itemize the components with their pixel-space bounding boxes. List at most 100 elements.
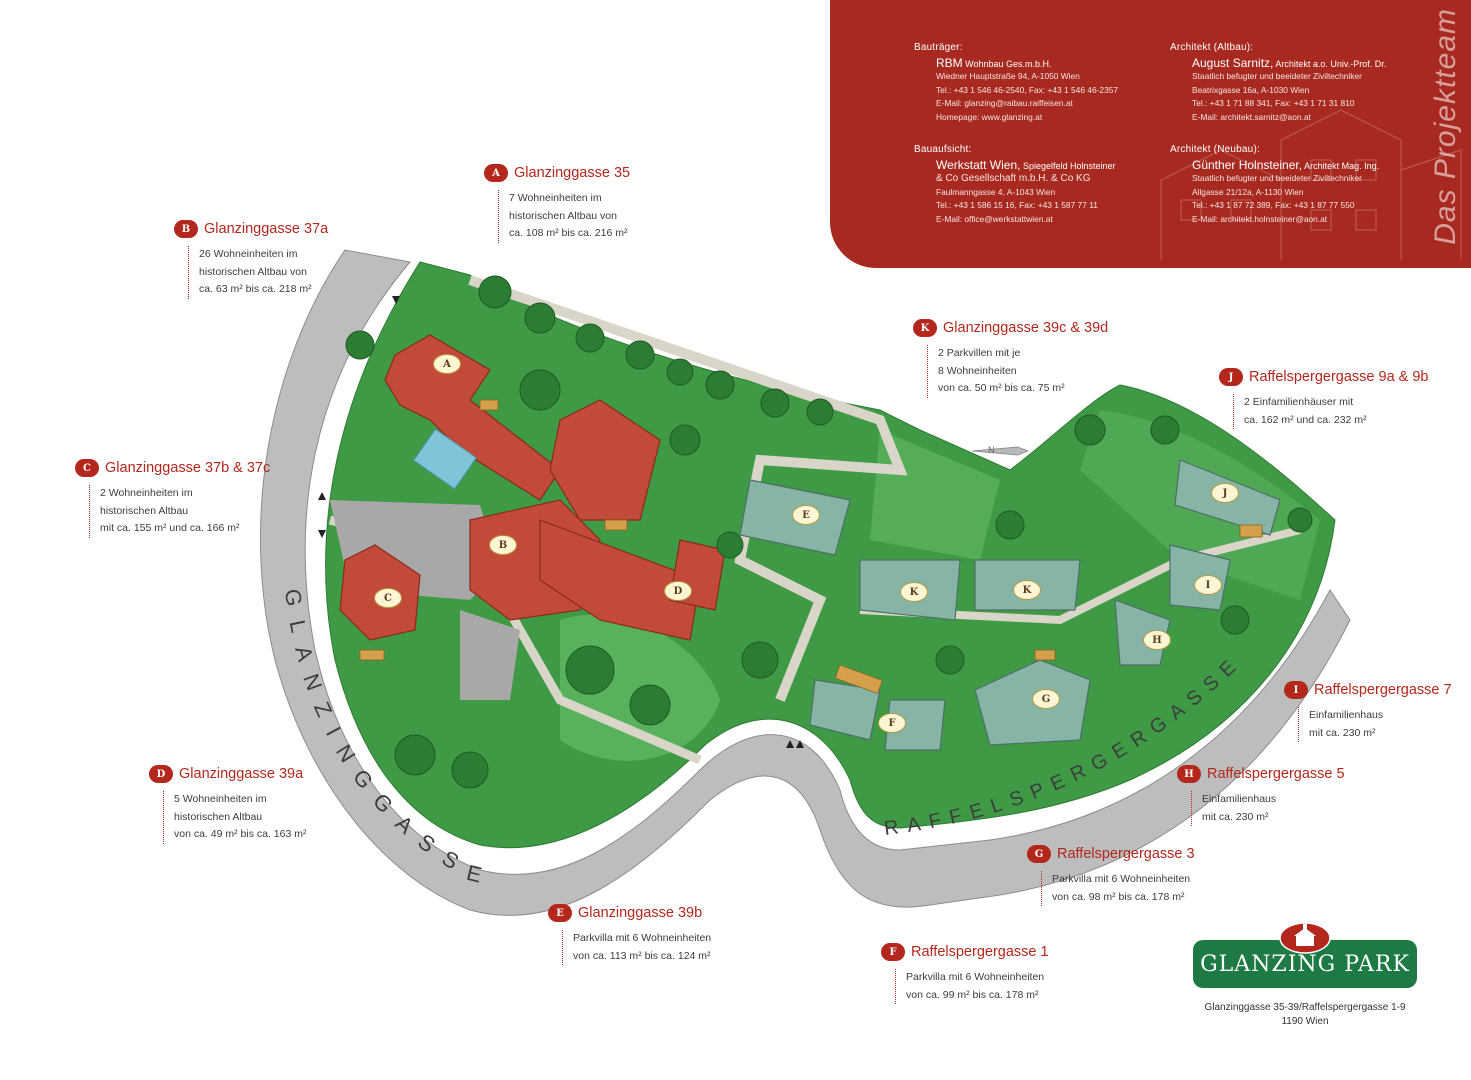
address-line: Glanzinggasse 35-39/Raffelspergergasse 1… bbox=[1204, 1002, 1406, 1013]
footpath bbox=[468, 275, 908, 702]
label-k[interactable]: K Glanzinggasse 39c & 39d 2 Parkvillen mi… bbox=[913, 319, 1108, 398]
courtyard bbox=[460, 610, 520, 700]
team-line: Tel.: +43 1 87 72 389, Fax: +43 1 87 77 … bbox=[1192, 200, 1355, 210]
label-badge: I bbox=[1284, 681, 1308, 699]
team-line: Tel.: +43 1 546 46-2540, Fax: +43 1 546 … bbox=[936, 84, 1119, 95]
map-marker-d[interactable]: D bbox=[664, 581, 692, 601]
logo-wordmark: GLANZING PARK bbox=[1200, 951, 1410, 977]
map-marker-e[interactable]: E bbox=[792, 505, 820, 525]
team-line: Faulmanngasse 4, A-1043 Wien bbox=[936, 186, 1056, 197]
team-name: Günther Holnsteiner, Architekt Mag. Ing. bbox=[1192, 158, 1380, 172]
team-line: Staatlich befugter und beeideter Zivilte… bbox=[1192, 173, 1362, 183]
team-line: Allgasse 21/12a, A-1130 Wien bbox=[1192, 186, 1304, 197]
team-homepage[interactable]: Homepage: www.glanzing.at bbox=[936, 111, 1043, 122]
pool bbox=[412, 428, 478, 490]
label-c[interactable]: C Glanzinggasse 37b & 37c 2 Wohneinheiten… bbox=[75, 459, 270, 538]
team-email[interactable]: E-Mail: architekt.holnsteiner@aon.at bbox=[1192, 213, 1328, 224]
project-address: Glanzinggasse 35-39/Raffelspergergasse 1… bbox=[1185, 1001, 1425, 1029]
label-title: Raffelspergergasse 1 bbox=[911, 944, 1049, 960]
label-title: Glanzinggasse 35 bbox=[514, 165, 631, 181]
team-name: RBM Wohnbau Ges.m.b.H. bbox=[936, 56, 1052, 70]
glanzing-park-logo[interactable]: GLANZING PARK bbox=[1193, 922, 1417, 988]
team-line: Beatrixgasse 16a, A-1030 Wien bbox=[1192, 84, 1310, 95]
label-title: Raffelspergergasse 3 bbox=[1057, 846, 1195, 862]
entry-arrows bbox=[318, 296, 804, 748]
label-e[interactable]: E Glanzinggasse 39b Parkvilla mit 6 Wohne… bbox=[548, 904, 711, 965]
map-marker-j[interactable]: J bbox=[1211, 483, 1239, 503]
footpath bbox=[859, 526, 1301, 625]
map-marker-k[interactable]: K bbox=[900, 582, 928, 602]
compass-arrow-icon bbox=[971, 446, 1030, 456]
team-email[interactable]: E-Mail: office@werkstattwien.at bbox=[936, 213, 1053, 224]
map-marker-a[interactable]: A bbox=[433, 354, 461, 374]
team-name: August Sarnitz, Architekt a.o. Univ.-Pro… bbox=[1192, 56, 1387, 70]
map-marker-k[interactable]: K bbox=[1013, 580, 1041, 600]
label-badge: E bbox=[548, 904, 572, 922]
glanzinggasse-street bbox=[259, 249, 1351, 916]
label-title: Glanzinggasse 39c & 39d bbox=[943, 320, 1109, 336]
label-badge: F bbox=[881, 943, 905, 961]
label-badge: G bbox=[1027, 845, 1051, 863]
team-line: Staatlich befugter und beeideter Zivilte… bbox=[1192, 71, 1362, 81]
label-g[interactable]: G Raffelspergergasse 3 Parkvilla mit 6 Wo… bbox=[1027, 845, 1195, 906]
label-title: Raffelspergergasse 5 bbox=[1207, 766, 1345, 782]
lawn-patch bbox=[870, 430, 1000, 560]
team-email[interactable]: E-Mail: glanzing@raibau.raiffeisen.at bbox=[936, 98, 1073, 108]
map-marker-f[interactable]: F bbox=[878, 713, 906, 733]
label-title: Glanzinggasse 37a bbox=[204, 221, 329, 237]
map-marker-i[interactable]: I bbox=[1194, 575, 1222, 595]
label-badge: B bbox=[174, 220, 198, 238]
team-heading: Bauträger: bbox=[914, 42, 963, 53]
logo-emblem-icon bbox=[1279, 922, 1331, 954]
label-badge: H bbox=[1177, 765, 1201, 783]
building-sketch-watermark bbox=[1160, 109, 1462, 260]
label-title: Raffelspergergasse 7 bbox=[1314, 682, 1452, 698]
label-title: Glanzinggasse 39a bbox=[179, 766, 304, 782]
label-badge: K bbox=[913, 319, 937, 337]
team-line: Tel.: +43 1 586 15 16, Fax: +43 1 587 77… bbox=[936, 200, 1098, 210]
address-line: 1190 Wien bbox=[1281, 1016, 1329, 1027]
vertical-title: Das Projektteam bbox=[1429, 8, 1462, 245]
team-heading: Bauaufsicht: bbox=[914, 144, 972, 155]
team-name: Werkstatt Wien, Spiegelfeld Holnsteiner bbox=[936, 158, 1116, 172]
label-badge: A bbox=[484, 164, 508, 182]
trees bbox=[345, 275, 1313, 789]
label-badge: C bbox=[75, 459, 99, 477]
label-title: Glanzinggasse 39b bbox=[578, 905, 703, 921]
team-block-bauaufsicht: Bauaufsicht: Werkstatt Wien, Spiegelfeld… bbox=[914, 144, 1116, 226]
label-badge: D bbox=[149, 765, 173, 783]
team-email[interactable]: E-Mail: architekt.sarnitz@aon.at bbox=[1192, 111, 1311, 122]
team-heading: Architekt (Altbau): bbox=[1170, 42, 1254, 53]
map-marker-h[interactable]: H bbox=[1143, 630, 1171, 650]
team-line: & Co Gesellschaft m.b.H. & Co KG bbox=[936, 173, 1091, 184]
label-badge: J bbox=[1219, 368, 1243, 386]
compass-rose: N bbox=[970, 444, 1030, 460]
team-heading: Architekt (Neubau): bbox=[1170, 144, 1260, 155]
map-marker-g[interactable]: G bbox=[1032, 689, 1060, 709]
team-block-architekt-altbau: Architekt (Altbau): August Sarnitz, Arch… bbox=[1170, 42, 1386, 124]
map-marker-c[interactable]: C bbox=[374, 588, 402, 608]
compass-north-label: N bbox=[988, 445, 997, 455]
team-block-architekt-neubau: Architekt (Neubau): Günther Holnsteiner,… bbox=[1170, 144, 1379, 226]
label-title: Glanzinggasse 37b & 37c bbox=[105, 460, 271, 476]
map-marker-b[interactable]: B bbox=[489, 535, 517, 555]
label-title: Raffelspergergasse 9a & 9b bbox=[1249, 369, 1429, 385]
team-block-bautraeger: Bauträger: RBM Wohnbau Ges.m.b.H. Wiedne… bbox=[914, 42, 1118, 124]
project-team-panel: Bauträger: RBM Wohnbau Ges.m.b.H. Wiedne… bbox=[830, 0, 1471, 268]
